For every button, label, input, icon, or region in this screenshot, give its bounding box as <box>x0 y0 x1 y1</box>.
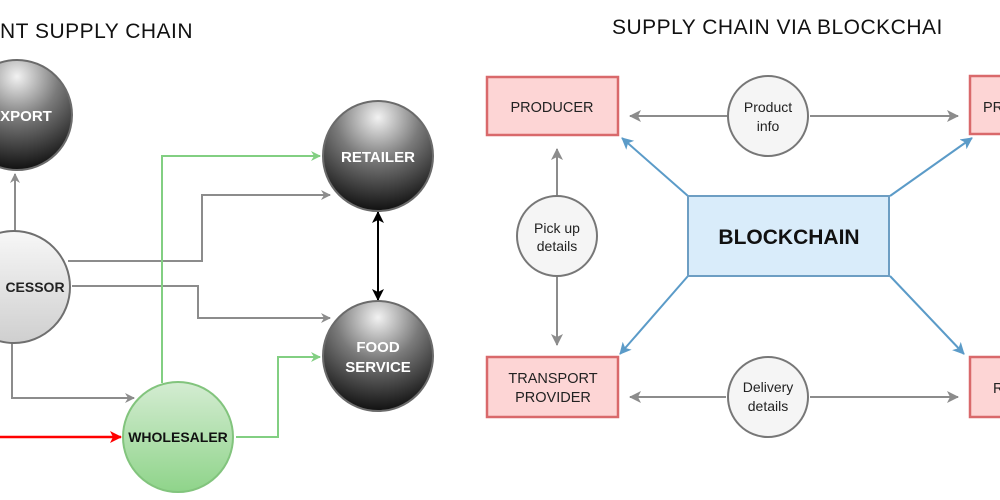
info-product-line-2: info <box>757 118 780 134</box>
box-blockchain: BLOCKCHAIN <box>687 195 890 277</box>
box-top-right: PR <box>968 74 1000 136</box>
box-bottom-right: R <box>968 355 1000 419</box>
info-product: Product info <box>727 75 809 157</box>
edge-wholesaler-food-service <box>236 352 321 438</box>
edge-processor-wholesaler <box>11 342 135 403</box>
info-delivery-line-2: details <box>748 398 788 414</box>
edge-blockchain-topright <box>889 137 973 197</box>
box-producer: PRODUCER <box>485 75 620 137</box>
info-pickup: Pick up details <box>516 195 598 277</box>
node-export-label: XPORT <box>0 108 52 125</box>
info-product-line-1: Product <box>744 99 792 115</box>
right-panel-title: SUPPLY CHAIN VIA BLOCKCHAI <box>612 16 943 39</box>
node-wholesaler-label: WHOLESALER <box>128 429 228 445</box>
current-supply-chain-panel: NT SUPPLY CHAIN XPORT <box>0 20 434 493</box>
info-pickup-line-1: Pick up <box>534 220 580 236</box>
edge-blockchain-bottomright <box>889 275 965 355</box>
edge-blockchain-transport <box>619 275 689 355</box>
blockchain-supply-chain-panel: SUPPLY CHAIN VIA BLOCKCHAI PRODUCER TRAN… <box>485 16 1000 438</box>
info-delivery-line-1: Delivery <box>743 379 794 395</box>
node-food-service: FOOD SERVICE <box>322 300 434 412</box>
node-food-service-label-1: FOOD <box>356 339 399 356</box>
box-transport-provider: TRANSPORT PROVIDER <box>485 355 620 419</box>
right-info-edges <box>551 110 959 403</box>
edge-blockchain-producer <box>621 137 689 197</box>
box-transport-label-1: TRANSPORT <box>508 371 597 387</box>
node-retailer: RETAILER <box>322 100 434 212</box>
left-panel-title: NT SUPPLY CHAIN <box>0 20 193 43</box>
info-delivery: Delivery details <box>727 356 809 438</box>
node-wholesaler: WHOLESALER <box>122 381 234 493</box>
box-bottom-right-label: R <box>993 381 1000 397</box>
edge-wholesaler-retailer <box>161 151 321 383</box>
left-edges <box>0 151 384 443</box>
node-processor: CESSOR <box>0 230 71 344</box>
box-top-right-label: PR <box>983 100 1000 116</box>
node-export: XPORT <box>0 59 73 171</box>
node-processor-label: CESSOR <box>5 279 64 295</box>
box-producer-label: PRODUCER <box>511 100 594 116</box>
edge-processor-retailer <box>68 190 331 262</box>
edge-processor-food-service <box>72 285 331 323</box>
box-blockchain-label: BLOCKCHAIN <box>718 226 859 249</box>
box-transport-label-2: PROVIDER <box>515 390 591 406</box>
node-retailer-label: RETAILER <box>341 149 415 166</box>
node-food-service-label-2: SERVICE <box>345 359 411 376</box>
right-blockchain-edges <box>619 137 973 355</box>
info-pickup-line-2: details <box>537 238 577 254</box>
